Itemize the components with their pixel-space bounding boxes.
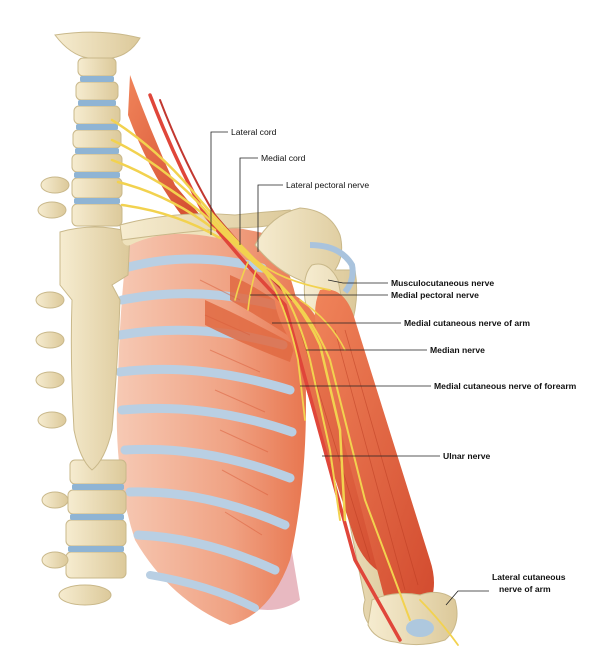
elbow-condyles xyxy=(367,591,458,646)
label-lateral-cutaneous-nerve-of-arm-line1: Lateral cutaneous xyxy=(492,572,566,582)
vertebral-column xyxy=(35,31,141,606)
label-lateral-pectoral-nerve: Lateral pectoral nerve xyxy=(286,180,369,190)
elbow-cartilage xyxy=(406,619,434,637)
label-medial-cord: Medial cord xyxy=(261,153,306,163)
pectoralis-minor xyxy=(205,275,300,362)
label-medial-cutaneous-nerve-of-forearm: Medial cutaneous nerve of forearm xyxy=(434,381,577,391)
label-ulnar-nerve: Ulnar nerve xyxy=(443,451,491,461)
leader-lines xyxy=(210,131,489,606)
label-medial-cutaneous-nerve-of-arm: Medial cutaneous nerve of arm xyxy=(404,318,530,328)
intercostal-fibers xyxy=(199,279,269,536)
brachial-plexus xyxy=(110,118,459,646)
label-musculocutaneous-nerve: Musculocutaneous nerve xyxy=(391,278,494,288)
label-lateral-cord: Lateral cord xyxy=(231,127,277,137)
biceps-brachii xyxy=(315,289,434,617)
label-median-nerve: Median nerve xyxy=(430,345,485,355)
label-lateral-cutaneous-nerve-of-arm-line2: nerve of arm xyxy=(499,584,551,594)
label-medial-pectoral-nerve: Medial pectoral nerve xyxy=(391,290,479,300)
scalene-muscle xyxy=(128,75,200,220)
